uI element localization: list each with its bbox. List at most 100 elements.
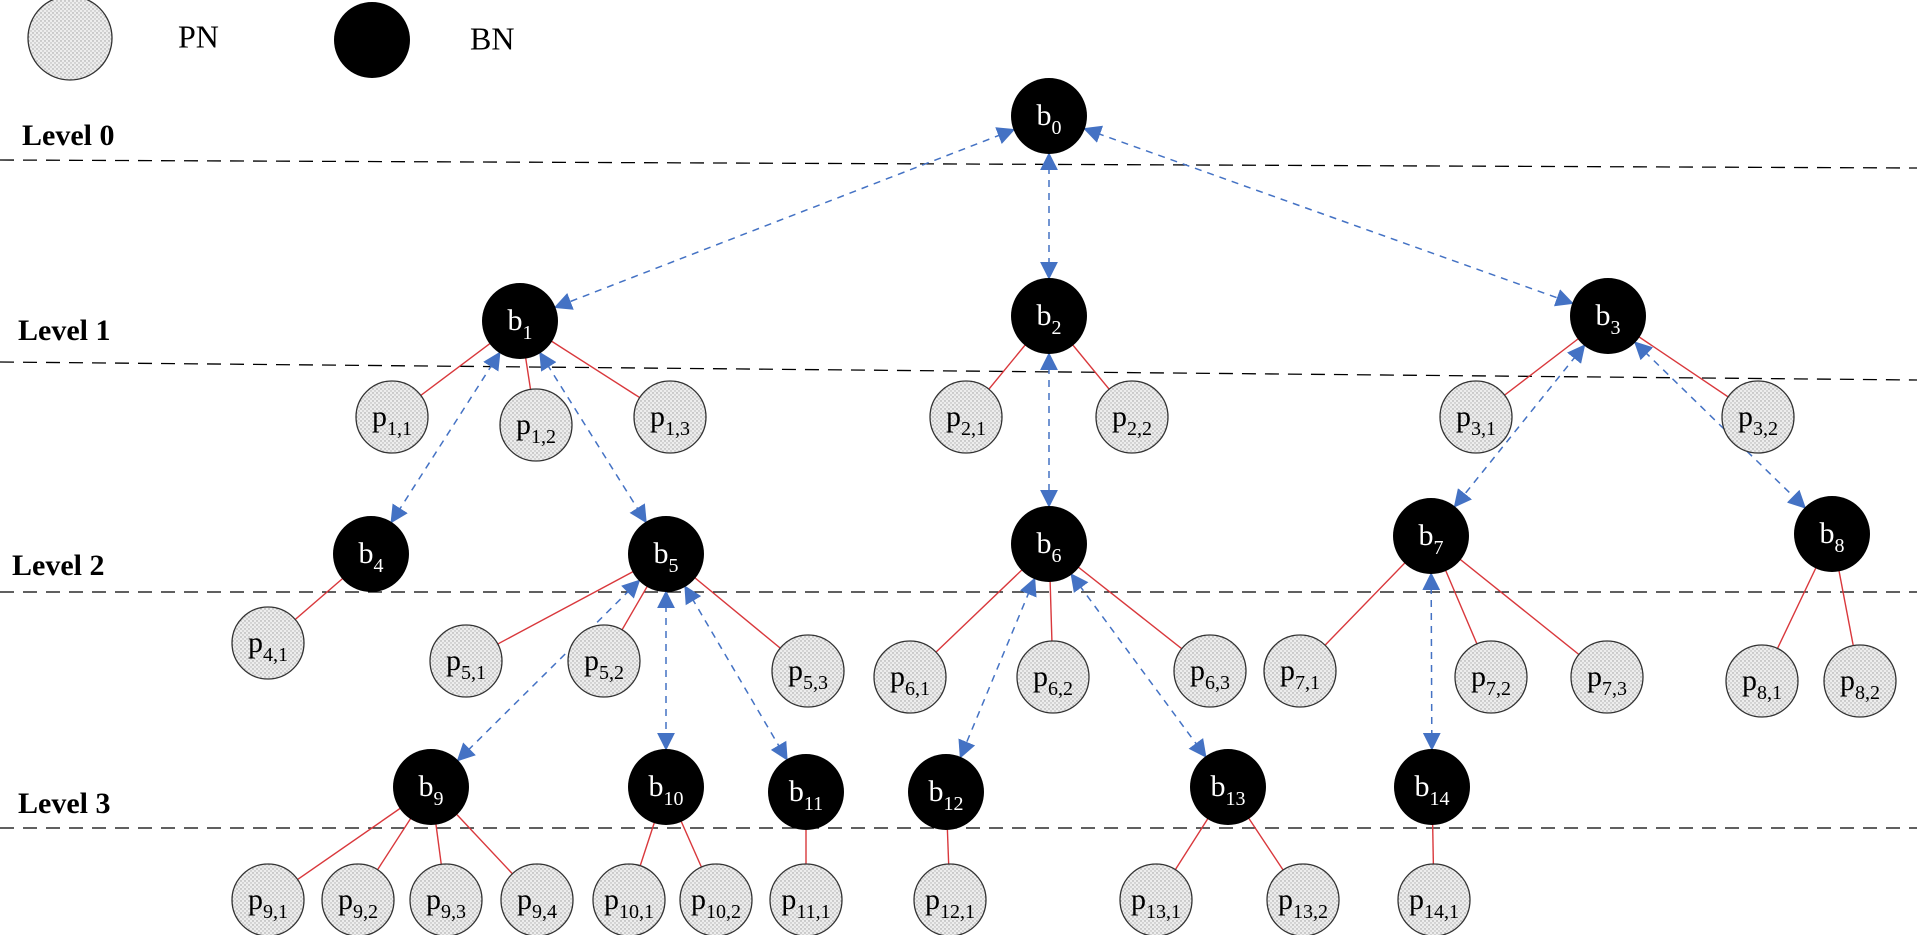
node-p2_2-subscript: 2,2 bbox=[1127, 418, 1152, 440]
node-p2_1: p2,1 bbox=[929, 380, 1003, 454]
node-b2-circle bbox=[1011, 278, 1087, 354]
node-b11-base: b bbox=[789, 775, 804, 808]
node-p9_4-subscript: 9,4 bbox=[532, 901, 557, 923]
node-b3: b3 bbox=[1570, 278, 1646, 354]
node-p6_3-subscript: 6,3 bbox=[1205, 672, 1230, 694]
node-p7_3-subscript: 7,3 bbox=[1602, 678, 1627, 700]
node-p9_4-base: p bbox=[517, 883, 532, 916]
node-b1: b1 bbox=[482, 283, 558, 359]
node-p1_3-circle bbox=[633, 380, 707, 454]
node-b13-base: b bbox=[1211, 770, 1226, 803]
node-p6_3-label: p6,3 bbox=[1190, 654, 1230, 694]
node-p13_2-subscript: 13,2 bbox=[1293, 901, 1328, 923]
node-p13_1-label: p13,1 bbox=[1131, 883, 1181, 923]
node-p3_2: p3,2 bbox=[1721, 380, 1795, 454]
node-p2_1-circle bbox=[929, 380, 1003, 454]
level-0-label: Level 0 bbox=[22, 119, 114, 152]
node-p1_1-base: p bbox=[372, 400, 387, 433]
node-p10_1-base: p bbox=[604, 883, 619, 916]
node-p9_2-subscript: 9,2 bbox=[353, 901, 378, 923]
node-b4-label: b4 bbox=[359, 537, 384, 577]
legend-bn-label: BN bbox=[470, 20, 514, 56]
node-p3_1-label: p3,1 bbox=[1456, 400, 1496, 440]
node-p5_1-circle bbox=[429, 624, 503, 698]
node-b4: b4 bbox=[333, 516, 409, 592]
node-p3_1: p3,1 bbox=[1439, 380, 1513, 454]
node-p7_2-label: p7,2 bbox=[1471, 660, 1511, 700]
node-p13_2-label: p13,2 bbox=[1278, 883, 1328, 923]
link-b7-b14 bbox=[1422, 572, 1441, 751]
node-b0-base: b bbox=[1037, 99, 1052, 132]
node-p10_2-circle bbox=[679, 863, 753, 935]
node-b2-subscript: 2 bbox=[1052, 317, 1062, 339]
node-p13_1-circle bbox=[1119, 863, 1193, 935]
node-p9_4-circle bbox=[500, 863, 574, 935]
node-p8_2-subscript: 8,2 bbox=[1855, 682, 1880, 704]
node-p3_1-circle bbox=[1439, 380, 1513, 454]
link-b0-b3 bbox=[1083, 125, 1574, 307]
legend-item-bn: BN bbox=[334, 2, 514, 78]
node-p10_1-circle bbox=[592, 863, 666, 935]
node-p9_2: p9,2 bbox=[321, 863, 395, 935]
node-p8_1-circle bbox=[1725, 644, 1799, 718]
node-b2: b2 bbox=[1011, 278, 1087, 354]
node-p5_2-circle bbox=[567, 624, 641, 698]
node-p5_1-base: p bbox=[446, 644, 461, 677]
node-p8_2: p8,2 bbox=[1823, 644, 1897, 718]
node-p7_1-label: p7,1 bbox=[1280, 654, 1320, 694]
node-p7_2-base: p bbox=[1471, 660, 1486, 693]
node-b13-subscript: 13 bbox=[1226, 788, 1246, 810]
node-b13-circle bbox=[1190, 749, 1266, 825]
node-p8_2-base: p bbox=[1840, 664, 1855, 697]
legend-bn-swatch bbox=[334, 2, 410, 78]
node-b12-label: b12 bbox=[929, 775, 964, 815]
legend-pn-swatch bbox=[27, 0, 113, 81]
node-p5_2-label: p5,2 bbox=[584, 644, 624, 684]
node-p7_2-circle bbox=[1454, 640, 1528, 714]
link-b3-b8 bbox=[1633, 341, 1807, 509]
node-p1_1-subscript: 1,1 bbox=[387, 418, 412, 440]
node-p5_3-circle bbox=[771, 634, 845, 708]
node-p9_4: p9,4 bbox=[500, 863, 574, 935]
node-p6_1-base: p bbox=[890, 660, 905, 693]
node-p6_1-subscript: 6,1 bbox=[905, 678, 930, 700]
node-b14-label: b14 bbox=[1415, 770, 1450, 810]
node-b12: b12 bbox=[908, 754, 984, 830]
node-p1_3-label: p1,3 bbox=[650, 400, 690, 440]
node-b11-circle bbox=[768, 754, 844, 830]
node-b13: b13 bbox=[1190, 749, 1266, 825]
node-p8_1-base: p bbox=[1742, 664, 1757, 697]
node-b5: b5 bbox=[628, 516, 704, 592]
node-p9_1: p9,1 bbox=[231, 863, 305, 935]
node-b9: b9 bbox=[393, 749, 469, 825]
node-p12_1-label: p12,1 bbox=[925, 883, 975, 923]
node-b6-label: b6 bbox=[1037, 527, 1062, 567]
link-b6-b13 bbox=[1070, 573, 1207, 758]
node-b8-base: b bbox=[1820, 517, 1835, 550]
node-p5_1: p5,1 bbox=[429, 624, 503, 698]
node-p14_1: p14,1 bbox=[1397, 863, 1471, 935]
node-p3_2-circle bbox=[1721, 380, 1795, 454]
node-p6_3: p6,3 bbox=[1173, 634, 1247, 708]
node-b9-base: b bbox=[419, 770, 434, 803]
node-p3_1-base: p bbox=[1456, 400, 1471, 433]
node-b4-circle bbox=[333, 516, 409, 592]
node-p10_2-base: p bbox=[691, 883, 706, 916]
node-p14_1-circle bbox=[1397, 863, 1471, 935]
node-p10_2-subscript: 10,2 bbox=[706, 901, 741, 923]
link-b0-b1 bbox=[553, 127, 1016, 310]
node-p7_3: p7,3 bbox=[1570, 640, 1644, 714]
bn-links bbox=[390, 125, 1807, 762]
node-b5-subscript: 5 bbox=[669, 555, 679, 577]
node-p8_1-subscript: 8,1 bbox=[1757, 682, 1782, 704]
node-p10_1-label: p10,1 bbox=[604, 883, 654, 923]
node-b7-base: b bbox=[1419, 519, 1434, 552]
node-b7: b7 bbox=[1393, 498, 1469, 574]
node-p1_2: p1,2 bbox=[499, 388, 573, 462]
level-1-label: Level 1 bbox=[18, 314, 110, 347]
node-p8_2-label: p8,2 bbox=[1840, 664, 1880, 704]
node-b10-base: b bbox=[649, 770, 664, 803]
